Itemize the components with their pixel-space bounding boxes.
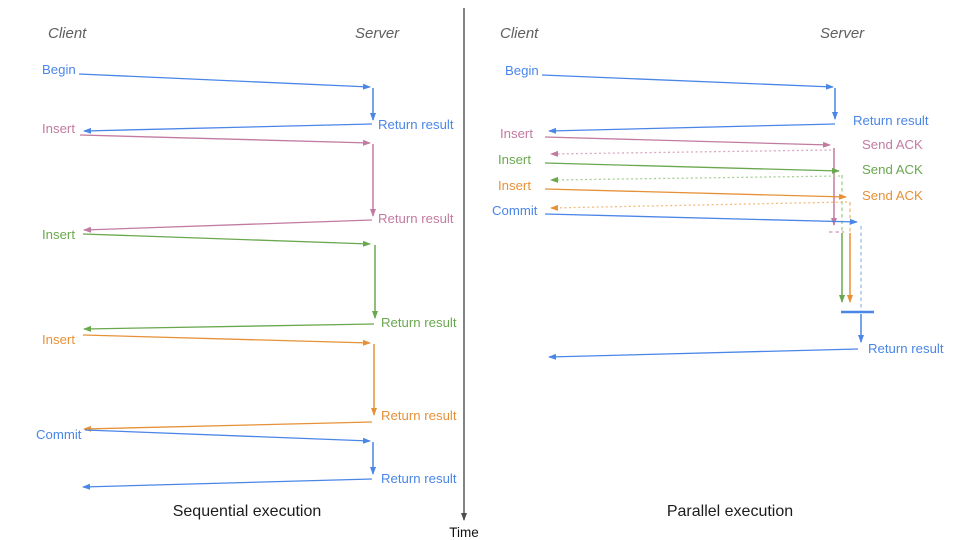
parallel-caption: Parallel execution bbox=[667, 503, 793, 520]
seq-insert3-label: Insert bbox=[42, 332, 75, 347]
par-insert3-ack-line bbox=[550, 201, 848, 211]
time-axis: Time bbox=[449, 8, 479, 540]
seq-server-header: Server bbox=[355, 25, 400, 42]
par-client-header: Client bbox=[500, 25, 539, 42]
par-message-insert-1: Insert Send ACK bbox=[500, 126, 923, 233]
par-commit-return-line bbox=[548, 348, 859, 360]
seq-insert2-request-line bbox=[82, 233, 371, 247]
par-insert2-request-line bbox=[544, 162, 840, 174]
par-insert1-ack-line bbox=[550, 149, 832, 157]
par-commit-return-label: Return result bbox=[868, 341, 944, 356]
sequential-panel: Client Server Begin Return result Insert… bbox=[36, 25, 457, 520]
parallel-panel: Client Server Begin Return result Insert… bbox=[492, 25, 944, 520]
seq-begin-return-line bbox=[83, 123, 373, 134]
seq-client-header: Client bbox=[48, 25, 87, 42]
par-begin-return-line bbox=[548, 123, 836, 134]
seq-message-begin: Begin Return result bbox=[42, 62, 454, 134]
seq-insert1-label: Insert bbox=[42, 121, 75, 136]
seq-insert2-label: Insert bbox=[42, 227, 75, 242]
seq-commit-request-line bbox=[84, 429, 371, 444]
seq-commit-return-line bbox=[82, 478, 373, 490]
seq-insert2-return-label: Return result bbox=[381, 315, 457, 330]
par-insert3-request-line bbox=[544, 188, 847, 200]
seq-insert1-return-line bbox=[83, 219, 373, 233]
seq-message-insert-1: Insert Return result bbox=[42, 121, 454, 233]
seq-insert2-return-line bbox=[83, 323, 375, 332]
par-message-insert-3: Insert Send ACK bbox=[498, 178, 923, 303]
seq-insert3-request-line bbox=[82, 334, 371, 346]
par-commit-label: Commit bbox=[492, 203, 538, 218]
seq-message-insert-3: Insert Return result bbox=[42, 332, 457, 432]
par-insert1-label: Insert bbox=[500, 126, 533, 141]
par-insert3-label: Insert bbox=[498, 178, 531, 193]
seq-begin-return-label: Return result bbox=[378, 117, 454, 132]
par-insert3-ack-label: Send ACK bbox=[862, 188, 923, 203]
seq-insert1-return-label: Return result bbox=[378, 211, 454, 226]
seq-begin-label: Begin bbox=[42, 62, 76, 77]
seq-commit-label: Commit bbox=[36, 427, 82, 442]
seq-insert1-request-line bbox=[79, 134, 371, 146]
par-insert2-ack-line bbox=[550, 175, 841, 183]
par-begin-return-label: Return result bbox=[853, 113, 929, 128]
seq-message-commit: Commit Return result bbox=[36, 427, 457, 490]
seq-message-insert-2: Insert Return result bbox=[42, 227, 457, 332]
seq-insert3-return-line bbox=[83, 421, 373, 432]
par-message-insert-2: Insert Send ACK bbox=[498, 152, 923, 303]
seq-begin-request-line bbox=[78, 73, 371, 90]
sequential-caption: Sequential execution bbox=[173, 503, 322, 520]
seq-insert3-return-label: Return result bbox=[381, 408, 457, 423]
par-begin-request-line bbox=[541, 74, 834, 90]
par-insert1-ack-label: Send ACK bbox=[862, 137, 923, 152]
seq-commit-return-label: Return result bbox=[381, 471, 457, 486]
par-insert1-request-line bbox=[544, 136, 831, 148]
par-insert2-ack-label: Send ACK bbox=[862, 162, 923, 177]
time-axis-label: Time bbox=[449, 525, 479, 540]
par-insert2-label: Insert bbox=[498, 152, 531, 167]
par-begin-label: Begin bbox=[505, 63, 539, 78]
par-server-header: Server bbox=[820, 25, 865, 42]
par-message-commit: Commit Return result bbox=[492, 203, 944, 360]
par-message-begin: Begin Return result bbox=[505, 63, 929, 134]
par-commit-request-line bbox=[544, 213, 858, 225]
